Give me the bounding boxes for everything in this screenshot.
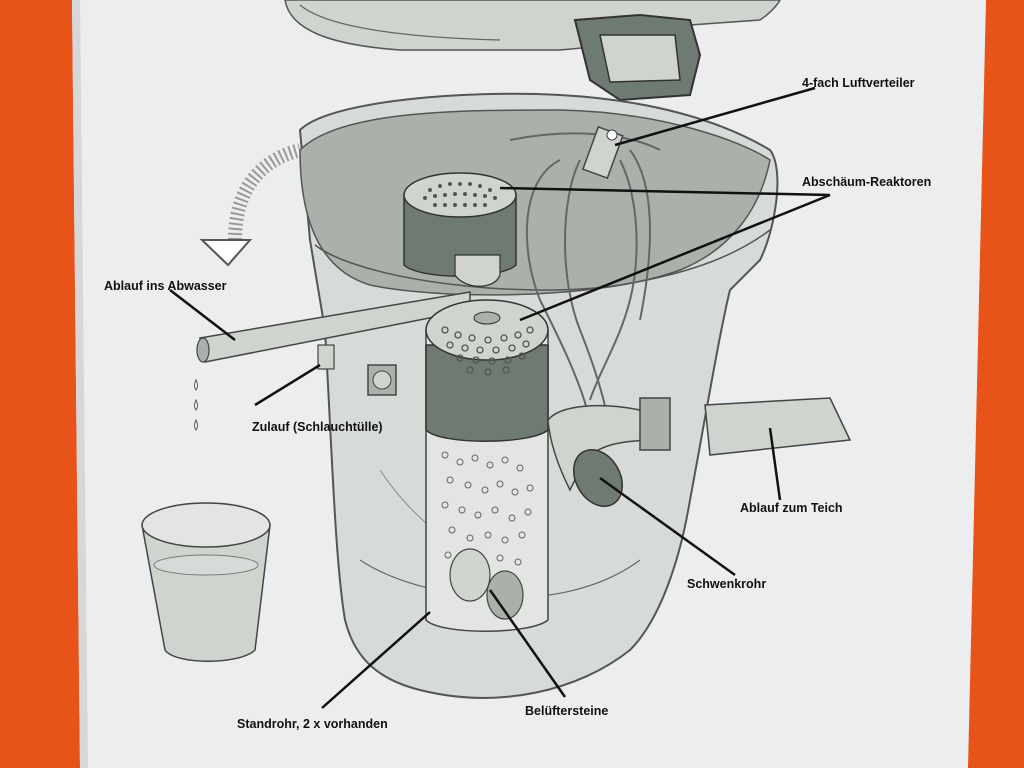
bucket [141,502,271,662]
leader-abschaeum-lower [519,193,831,322]
inlet-nozzle [317,344,335,370]
leader-schwenkrohr [599,476,736,577]
label-ablauf-abwasser: Ablauf ins Abwasser [104,279,227,293]
leader-luftverteiler [614,86,816,147]
label-schwenkrohr: Schwenkrohr [687,577,767,591]
leader-belueftersteine [488,589,567,698]
label-belueftersteine: Belüftersteine [525,704,609,718]
standpipe [425,299,549,632]
label-abschaeum-reaktoren: Abschäum-Reaktoren [802,175,932,189]
leader-ablauf-teich [768,427,782,501]
label-luftverteiler: 4-fach Luftverteiler [802,76,915,90]
leader-ablauf-abwasser [169,289,236,341]
leader-zulauf [254,363,321,407]
label-zulauf: Zulauf (Schlauchtülle) [252,420,383,434]
leader-standrohr [321,611,431,709]
air-hoses [509,132,661,441]
swivel-pipe [547,397,671,507]
fitting [367,364,397,396]
reactor-upper [403,172,517,287]
drain-pipe-pond [704,397,852,456]
air-distributor [581,125,624,180]
leader-lines [169,86,831,709]
rotation-arrow-icon [199,143,302,267]
label-ablauf-teich: Ablauf zum Teich [740,501,843,515]
paper-shadow [72,0,88,768]
leader-abschaeum-upper [499,186,831,197]
lid [284,0,781,102]
label-standrohr: Standrohr, 2 x vorhanden [237,717,388,731]
